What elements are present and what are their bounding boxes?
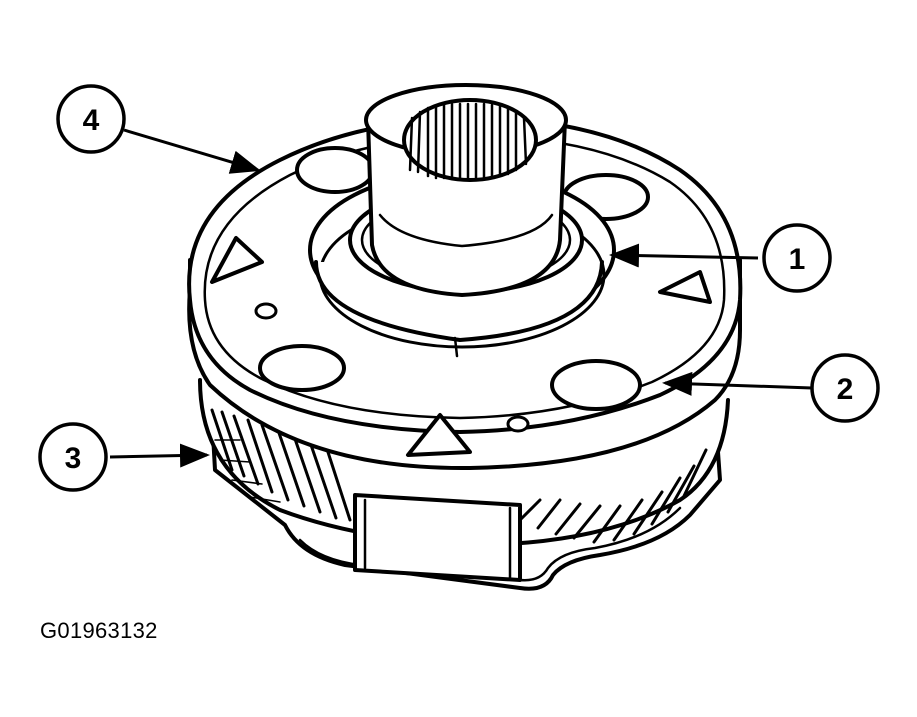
- figure-id-label: G01963132: [40, 618, 158, 643]
- callout-2-label: 2: [837, 373, 854, 406]
- callout-3-label: 3: [65, 442, 82, 475]
- triangle-pad-left: [210, 236, 264, 284]
- triangle-pad-bottom: [406, 413, 472, 457]
- carrier-window: [353, 493, 522, 582]
- leader-line-1: [609, 243, 759, 268]
- triangle-pad-right: [658, 270, 712, 304]
- callout-1-label: 1: [789, 243, 806, 276]
- carrier-base-inner-edge: [298, 506, 682, 582]
- small-hole-right: [506, 415, 530, 433]
- callout-1: 1: [762, 223, 832, 293]
- pin-hole-front-left: [258, 344, 346, 392]
- callout-4: 4: [56, 84, 126, 154]
- leader-line-3: [109, 443, 210, 468]
- leader-line-2: [662, 371, 813, 396]
- callout-2: 2: [810, 353, 880, 423]
- callout-4-label: 4: [83, 104, 100, 137]
- pin-hole-front-right: [550, 359, 642, 411]
- internal-splines: [408, 102, 528, 181]
- pin-hole-back-left: [295, 146, 375, 194]
- callout-3: 3: [38, 422, 108, 492]
- left-gear-teeth: [210, 408, 352, 522]
- gear-assembly-drawing: [187, 83, 743, 591]
- small-hole-left: [254, 302, 278, 320]
- leader-lines: [109, 128, 813, 468]
- leader-line-4: [123, 128, 261, 174]
- right-gear-teeth: [518, 448, 708, 544]
